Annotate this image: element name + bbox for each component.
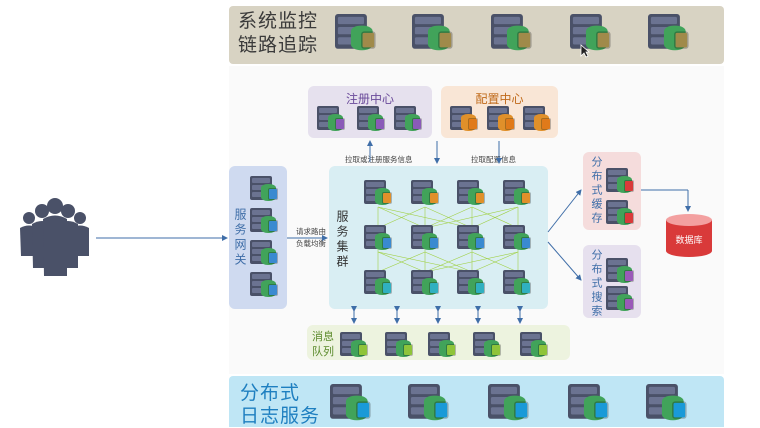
users-group-icon xyxy=(20,198,89,276)
config-server-icon xyxy=(523,106,551,132)
edge-label-route: 请求路由 xyxy=(296,227,326,236)
gateway-server-icon xyxy=(250,240,278,266)
cluster-server-icon xyxy=(364,180,392,206)
config-server-icon xyxy=(450,106,478,132)
mq-server-icon xyxy=(520,332,548,358)
gateway-server-icon xyxy=(250,208,278,234)
cluster-server-icon xyxy=(411,270,439,296)
logging-title-line1: 分布式 xyxy=(240,382,301,404)
mouse-cursor-icon xyxy=(580,44,590,58)
logging-server-icon xyxy=(408,384,449,422)
gateway-server-icon xyxy=(250,176,278,202)
cache-server-icon xyxy=(606,200,634,226)
mq-label-line1: 消息 xyxy=(312,330,334,343)
cache-label: 分布式缓存 xyxy=(590,156,603,226)
cluster-server-icon xyxy=(364,225,392,251)
gateway-server-icon xyxy=(250,272,278,298)
edge-label-pull-register: 拉取或注册服务信息 xyxy=(345,155,413,164)
database-icon xyxy=(666,214,712,257)
monitoring-band xyxy=(229,6,724,64)
monitoring-server-icon xyxy=(412,14,453,52)
cluster-server-icon xyxy=(457,225,485,251)
edge-label-pull-config: 拉取配置信息 xyxy=(471,155,516,164)
cluster-label: 服务集群 xyxy=(335,210,349,270)
monitoring-server-icon xyxy=(570,14,611,52)
monitoring-title-line1: 系统监控 xyxy=(238,10,319,32)
database-label: 数据库 xyxy=(675,236,703,246)
monitoring-server-icon xyxy=(491,14,532,52)
mq-server-icon xyxy=(340,332,368,358)
cluster-server-icon xyxy=(457,180,485,206)
cluster-server-icon xyxy=(411,225,439,251)
logging-server-icon xyxy=(568,384,609,422)
mq-label-line2: 队列 xyxy=(312,345,334,358)
monitoring-server-icon xyxy=(335,14,376,52)
monitoring-title-line2: 链路追踪 xyxy=(238,34,319,56)
logging-title-line2: 日志服务 xyxy=(240,405,321,427)
edge-label-loadbalance: 负载均衡 xyxy=(296,239,326,248)
mq-server-icon xyxy=(428,332,456,358)
logging-server-icon xyxy=(330,384,371,422)
cluster-server-icon xyxy=(503,225,531,251)
cluster-server-icon xyxy=(503,270,531,296)
mq-server-icon xyxy=(385,332,413,358)
cache-server-icon xyxy=(606,168,634,194)
registry-server-icon xyxy=(394,106,422,132)
gateway-label: 服务网关 xyxy=(233,208,247,268)
config-server-icon xyxy=(487,106,515,132)
mq-server-icon xyxy=(473,332,501,358)
registry-server-icon xyxy=(357,106,385,132)
cluster-server-icon xyxy=(457,270,485,296)
search-server-icon xyxy=(606,258,634,284)
search-label: 分布式搜索 xyxy=(590,249,603,319)
config-title: 配置中心 xyxy=(475,92,524,106)
registry-server-icon xyxy=(317,106,345,132)
logging-server-icon xyxy=(488,384,529,422)
cluster-server-icon xyxy=(364,270,392,296)
search-server-icon xyxy=(606,286,634,312)
cluster-server-icon xyxy=(411,180,439,206)
registry-title: 注册中心 xyxy=(345,92,394,106)
logging-band xyxy=(229,376,724,427)
cluster-server-icon xyxy=(503,180,531,206)
logging-server-icon xyxy=(646,384,687,422)
monitoring-server-icon xyxy=(648,14,689,52)
